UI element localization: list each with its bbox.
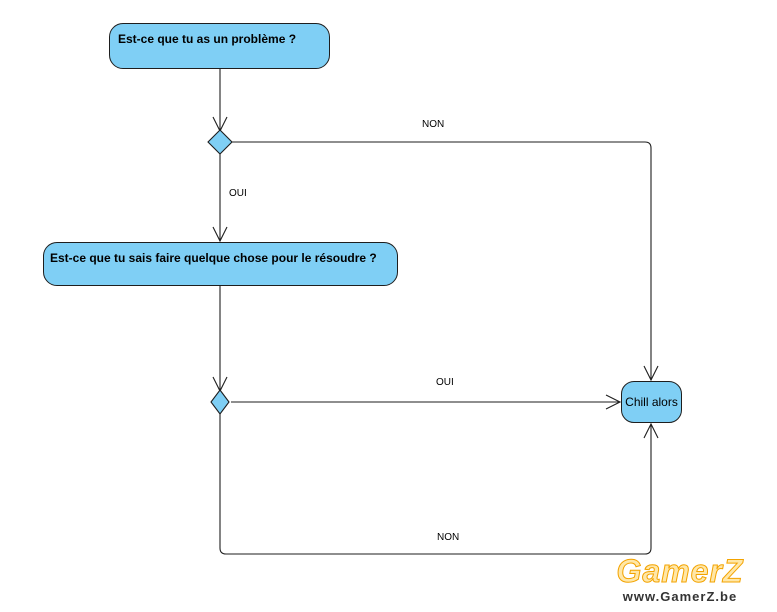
edge-label-no-problem: NON	[422, 119, 445, 130]
end-state-node: Chill alors	[621, 381, 682, 423]
question-solve-node: Est-ce que tu sais faire quelque chose p…	[43, 242, 398, 286]
end-state-text: Chill alors	[625, 395, 678, 409]
edge-label-has-problem: OUI	[229, 188, 247, 199]
watermark: GamerZ www.GamerZ.be	[590, 553, 770, 605]
edge-label-can-solve: OUI	[436, 377, 454, 388]
decision-diamond-1	[207, 129, 233, 155]
question-problem-node: Est-ce que tu as un problème ?	[109, 23, 330, 69]
arrowhead-q2	[212, 226, 228, 243]
watermark-url: www.GamerZ.be	[622, 589, 738, 604]
question-solve-text: Est-ce que tu sais faire quelque chose p…	[50, 251, 377, 265]
question-problem-text: Est-ce que tu as un problème ?	[118, 32, 297, 46]
decision-diamond-2	[210, 389, 230, 415]
connector-non-1	[232, 141, 652, 380]
arrowhead-end-top	[643, 365, 659, 382]
watermark-logo: GamerZ	[616, 553, 744, 589]
arrowhead-end-left	[605, 394, 622, 410]
edge-label-cannot-solve: NON	[437, 532, 460, 543]
arrowhead-end-bottom	[643, 422, 659, 439]
connector-non-2	[219, 414, 652, 555]
